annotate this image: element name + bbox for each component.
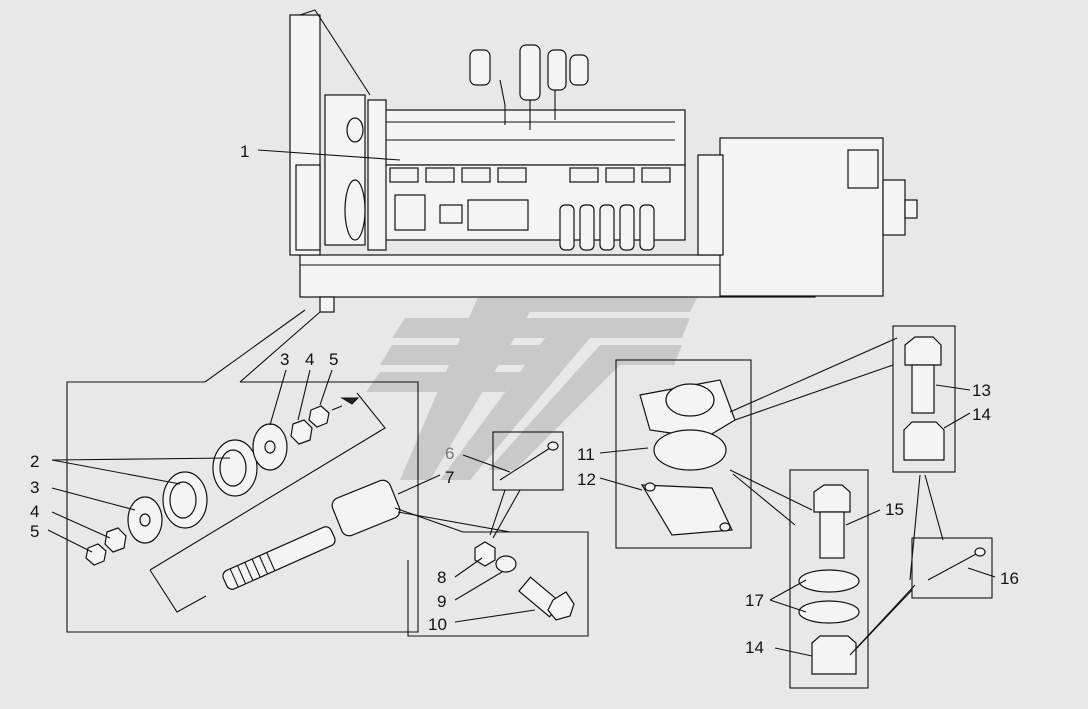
callout-16: 16: [1000, 569, 1019, 588]
callout-3-right: 3: [280, 350, 289, 369]
callout-5-left: 5: [30, 522, 39, 541]
callout-2: 2: [30, 452, 39, 471]
leader-lines: [47, 149, 996, 657]
callout-14-top: 14: [972, 405, 991, 424]
watermark-logo: [366, 292, 700, 480]
callout-1: 1: [240, 142, 249, 161]
callout-17: 17: [745, 591, 764, 610]
detail-box-left: [66, 309, 419, 633]
callout-6: 6: [445, 444, 454, 463]
detail-box-flange: [615, 337, 898, 549]
callout-9: 9: [437, 592, 446, 611]
callout-14-bottom: 14: [745, 638, 764, 657]
callout-7: 7: [445, 468, 454, 487]
callout-10: 10: [428, 615, 447, 634]
callout-labels: 1 2 3 3 4 4 5 5 6 7 8 9 10 11 12 13 14 1…: [30, 142, 1019, 657]
generator-set: [289, 9, 918, 313]
detail-box-16: [849, 537, 993, 656]
callout-4-left: 4: [30, 502, 39, 521]
callout-11: 11: [577, 445, 595, 464]
callout-8: 8: [437, 568, 446, 587]
callout-12: 12: [577, 470, 596, 489]
callout-3-left: 3: [30, 478, 39, 497]
detail-box-13-14: [892, 325, 956, 581]
callout-4-right: 4: [305, 350, 314, 369]
callout-15: 15: [885, 500, 904, 519]
detail-box-bolt: [394, 507, 589, 637]
detail-box-15-17: [789, 469, 869, 689]
callout-5-right: 5: [329, 350, 338, 369]
callout-13: 13: [972, 381, 991, 400]
